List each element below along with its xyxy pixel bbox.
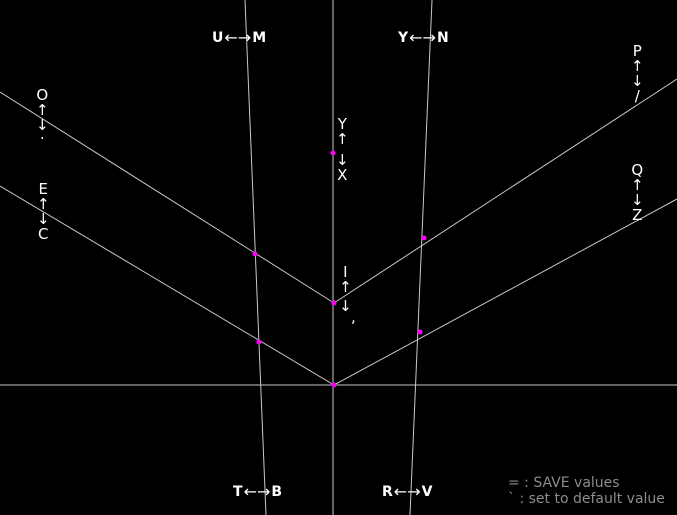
key-label: P [632, 42, 642, 60]
key-label: N [436, 29, 449, 46]
up-arrow-icon: ↑ [339, 278, 352, 296]
down-arrow-icon: ↓ [36, 116, 49, 134]
key-label: Q [631, 161, 644, 179]
up-arrow-icon: ↑ [36, 101, 49, 119]
down-arrow-icon: ↓ [339, 297, 352, 315]
key-pair-y-n: Y ←→ N [398, 28, 449, 47]
key-pair-u-m: U ←→ M [212, 28, 266, 47]
left-right-arrow-icon: ←→ [224, 28, 252, 47]
down-arrow-icon: ↓ [336, 151, 349, 169]
key-label: M [252, 29, 267, 46]
down-arrow-icon: ↓ [631, 72, 644, 90]
key-pair-t-b: T ←→ B [233, 482, 282, 501]
upper-right-diagonal [333, 78, 677, 304]
left-right-arrow-icon: ←→ [393, 482, 421, 501]
help-save-line: = : SAVE values [508, 475, 620, 491]
key-label: I [343, 263, 348, 281]
key-label: O [36, 86, 49, 104]
down-arrow-icon: ↓ [37, 210, 50, 228]
key-label: . [39, 125, 45, 143]
control-point-center-mid[interactable] [331, 300, 337, 306]
key-label: V [421, 483, 433, 500]
key-label: U [212, 29, 224, 46]
key-group-q-z: Q ↑ ↓ Z [631, 163, 644, 223]
key-label: X [337, 166, 348, 184]
key-label: Y [337, 115, 347, 133]
key-group-o-period: O ↑ ↓ . [36, 88, 49, 142]
down-arrow-icon: ↓ [631, 191, 644, 209]
key-label: E [38, 180, 49, 198]
key-label: Y [398, 29, 409, 46]
lower-left-diagonal [0, 185, 335, 386]
key-label: R [382, 483, 393, 500]
up-arrow-icon: ↑ [631, 176, 644, 194]
lower-right-diagonal [333, 198, 677, 386]
up-arrow-icon: ↑ [37, 195, 50, 213]
help-text: = : SAVE values ` : set to default value [508, 475, 665, 507]
key-label: / [634, 87, 640, 105]
left-right-arrow-icon: ←→ [409, 28, 436, 47]
control-point-lower-left[interactable] [256, 339, 262, 345]
key-group-y-x: Y ↑ ↓ X [336, 117, 349, 183]
control-point-lower-right[interactable] [417, 329, 423, 335]
help-reset-line: ` : set to default value [508, 491, 665, 507]
key-group-i-comma: I ↑ ↓ , [335, 265, 356, 325]
upper-left-diagonal [0, 91, 335, 304]
right-vertical-line [409, 0, 433, 515]
left-right-arrow-icon: ←→ [243, 482, 271, 501]
key-group-p-slash: P ↑ ↓ / [631, 44, 644, 104]
key-label: Z [632, 206, 643, 224]
control-point-upper-right[interactable] [421, 235, 427, 241]
control-points [252, 150, 427, 388]
up-arrow-icon: ↑ [336, 130, 349, 148]
left-vertical-line [244, 0, 267, 515]
control-point-center-top[interactable] [330, 150, 336, 156]
key-group-e-c: E ↑ ↓ C [37, 182, 50, 242]
up-arrow-icon: ↑ [631, 57, 644, 75]
key-label: B [271, 483, 283, 500]
key-label: T [233, 483, 243, 500]
control-point-apex[interactable] [331, 382, 337, 388]
key-pair-r-v: R ←→ V [382, 482, 432, 501]
key-label: , [351, 308, 356, 326]
key-label: C [38, 225, 49, 243]
control-point-upper-left[interactable] [252, 251, 258, 257]
